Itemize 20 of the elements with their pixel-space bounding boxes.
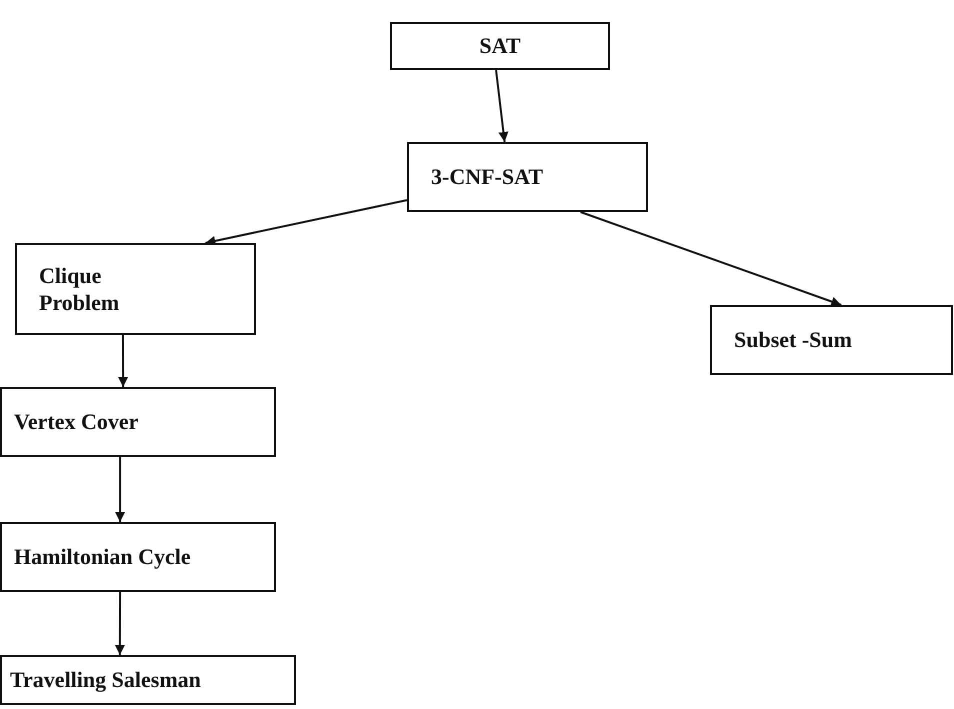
process-box	[0, 387, 276, 457]
arrow	[114, 592, 125, 655]
node-label: Travelling Salesman	[10, 666, 201, 694]
process-box	[0, 655, 296, 705]
node-label: Vertex Cover	[14, 408, 138, 436]
arrow	[580, 211, 842, 306]
node-label: 3-CNF-SAT	[431, 163, 544, 191]
node-label: Hamiltonian Cycle	[14, 543, 191, 571]
process-box	[390, 22, 610, 70]
arrow	[118, 335, 128, 387]
process-box	[15, 243, 256, 335]
node-label: Clique Problem	[39, 262, 120, 316]
process-box	[0, 522, 276, 592]
process-box	[710, 305, 953, 375]
node-label: SAT	[479, 32, 521, 60]
arrow	[115, 457, 126, 522]
node-label: Subset -Sum	[734, 326, 852, 354]
arrow	[205, 199, 408, 246]
arrow	[495, 70, 508, 142]
process-box	[407, 142, 648, 212]
